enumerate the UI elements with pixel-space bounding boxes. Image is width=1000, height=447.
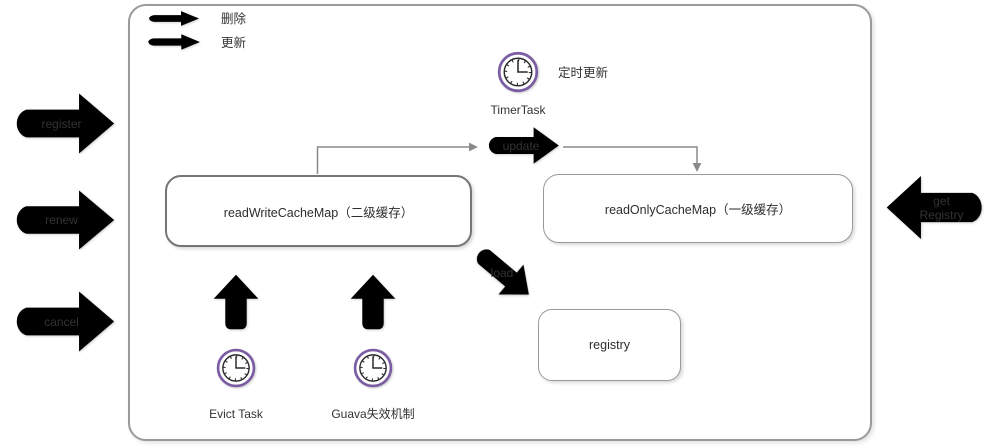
- node-read-only-cache-map-label: readOnlyCacheMap（一级缓存）: [604, 203, 792, 217]
- timer-clock-icon: [496, 50, 540, 94]
- evict-clock-icon: [215, 347, 257, 389]
- node-registry: registry: [538, 309, 681, 381]
- flow-arrow-get-registry-label: get Registry: [895, 194, 963, 222]
- guava-clock-icon: [352, 347, 394, 389]
- flow-arrow-update-label: update: [502, 138, 540, 153]
- flow-arrow-cancel: cancel: [3, 283, 120, 360]
- legend-delete-arrow-icon: [142, 9, 202, 28]
- legend-update-arrow-icon: [141, 32, 203, 52]
- guava-task-label: Guava失效机制: [331, 407, 415, 421]
- flow-arrow-update: update: [479, 122, 563, 169]
- legend-update-label: 更新: [221, 36, 247, 50]
- flow-arrow-load-label: load: [490, 266, 514, 280]
- node-read-write-cache-map-label: readWriteCacheMap（二级缓存）: [223, 205, 414, 220]
- flow-arrow-get-registry: get Registry: [881, 167, 982, 248]
- flow-arrow-register-label: register: [41, 116, 82, 131]
- timer-caption: 定时更新: [558, 66, 609, 80]
- flow-arrow-register: register: [3, 85, 120, 162]
- node-read-only-cache-map: readOnlyCacheMap（一级缓存）: [543, 174, 853, 243]
- node-registry-label: registry: [589, 338, 630, 352]
- flow-arrow-renew-label: renew: [45, 213, 78, 227]
- evict-up-arrow-icon: [211, 272, 261, 333]
- legend-delete-label: 删除: [221, 12, 247, 26]
- evict-task-label: Evict Task: [209, 407, 263, 421]
- flow-arrow-renew: renew: [3, 182, 120, 258]
- guava-up-arrow-icon: [348, 272, 398, 333]
- node-read-write-cache-map: readWriteCacheMap（二级缓存）: [165, 175, 472, 247]
- get-registry-line1: get: [933, 193, 950, 208]
- timer-task-label: TimerTask: [490, 103, 546, 117]
- flow-arrow-cancel-label: cancel: [44, 314, 79, 329]
- get-registry-line2: Registry: [919, 207, 964, 222]
